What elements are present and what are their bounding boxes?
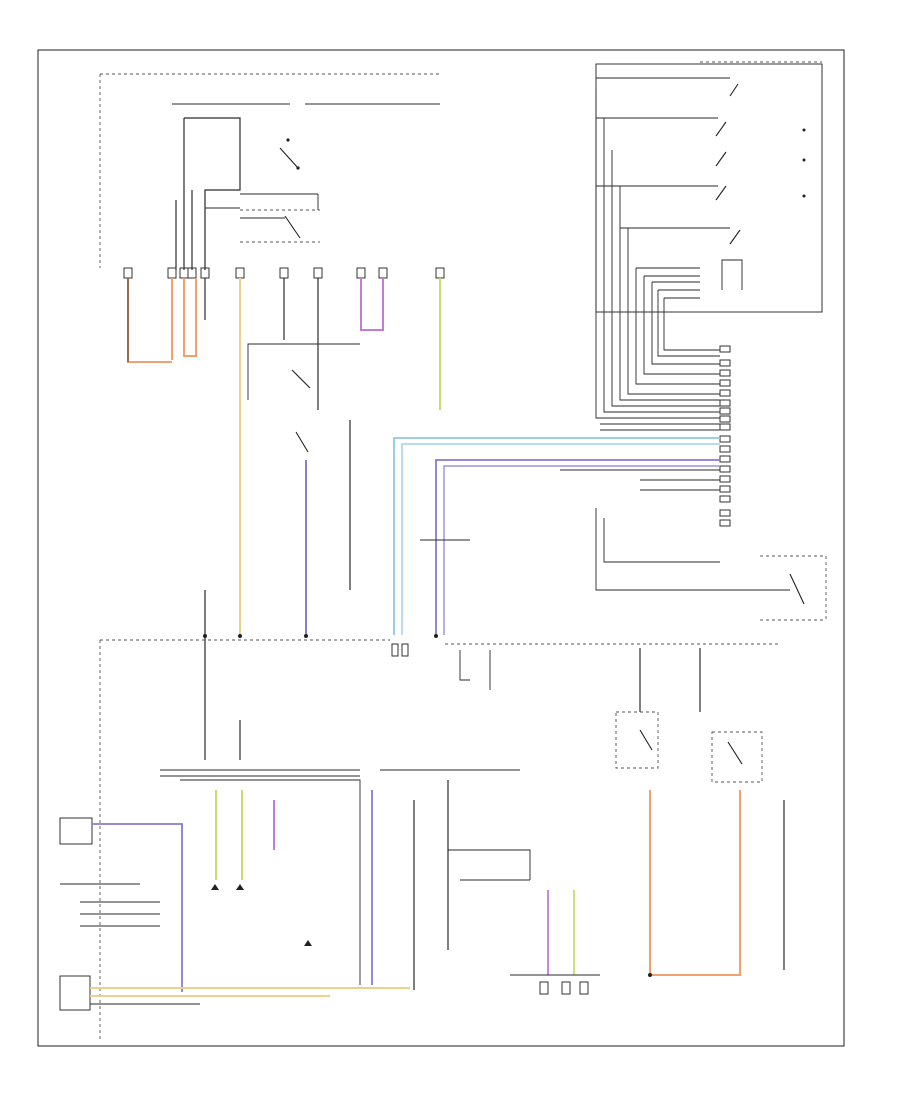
fuse-feed-1 <box>184 117 241 270</box>
switch-blade-mid <box>284 215 301 239</box>
bottom-pin <box>579 981 589 995</box>
relay-switch-2 <box>727 741 743 765</box>
purple-bus-wire-2 <box>443 465 720 635</box>
orange-wire-left <box>127 278 172 363</box>
switch-blade-top <box>279 147 299 169</box>
top-left-section <box>99 73 445 720</box>
sensor-switch-2 <box>715 121 727 137</box>
module-pin <box>401 643 409 657</box>
connector-pin <box>378 267 388 279</box>
switch-pivot-top <box>286 138 290 142</box>
light-blue-wire <box>393 437 720 635</box>
relay-switch-1 <box>639 729 653 751</box>
splice <box>203 634 207 638</box>
orange-wire-loop <box>649 790 741 976</box>
module-pin <box>391 643 399 657</box>
top-right-section <box>393 61 827 635</box>
connector-pin <box>123 267 133 279</box>
sensor-switch-4 <box>715 185 727 201</box>
switch-contact-top <box>296 166 300 170</box>
orange-wire-b <box>183 278 197 357</box>
connector-pin <box>435 267 445 279</box>
sensor-switch-5 <box>729 229 741 245</box>
bottom-left-section <box>59 720 520 1011</box>
switch-dot <box>802 128 806 132</box>
splice <box>648 973 652 977</box>
light-blue-wire-2 <box>401 443 720 635</box>
relay-box-2 <box>711 731 763 783</box>
sensor-module-box <box>595 63 823 313</box>
emergency-switch-blade <box>291 369 311 389</box>
sensor-connector-pins <box>719 345 731 527</box>
splice <box>238 634 242 638</box>
connector-pin <box>356 267 366 279</box>
ground-symbol <box>211 884 219 890</box>
connector-pin <box>235 267 245 279</box>
switch-dot <box>802 158 806 162</box>
emergency-box-outline <box>247 343 360 400</box>
bottom-pin <box>539 981 549 995</box>
purple-bus-wire <box>435 459 720 635</box>
bottom-middle-section <box>448 849 600 995</box>
fuse-jumper <box>204 190 240 209</box>
sensor-switch-3 <box>715 151 727 167</box>
relay-box-1 <box>615 711 659 769</box>
sensor-switch-1 <box>729 83 739 97</box>
lower-sensor-loop-2 <box>603 518 720 563</box>
lower-switch-blade <box>789 573 805 605</box>
emergency-switch-blade-2 <box>295 431 309 453</box>
sensor-bus-wires <box>595 90 720 431</box>
sensor-element <box>721 259 743 290</box>
splice <box>434 634 438 638</box>
passenger-sensor-box <box>59 975 91 1011</box>
violet-wire-loop <box>360 278 384 331</box>
diagram-frame <box>37 49 845 1047</box>
connector-pin <box>167 267 177 279</box>
module-internal <box>459 650 470 681</box>
bottom-pin <box>561 981 571 995</box>
ground-symbol <box>304 940 312 946</box>
dimmer-lead <box>448 849 531 880</box>
connector-row-1 <box>123 267 445 279</box>
switch-dot <box>802 194 806 198</box>
connector-pin <box>187 267 197 279</box>
connector-pin <box>313 267 323 279</box>
bottom-inner-box <box>180 779 361 985</box>
lower-sensor-loop <box>595 508 790 591</box>
rear-sensor-box <box>59 817 93 845</box>
bottom-right-section <box>615 648 785 977</box>
connector-pin <box>279 267 289 279</box>
purple-wire-sensor <box>92 823 183 992</box>
splice <box>304 634 308 638</box>
ground-symbol <box>236 884 244 890</box>
middle-bus <box>99 634 780 1040</box>
